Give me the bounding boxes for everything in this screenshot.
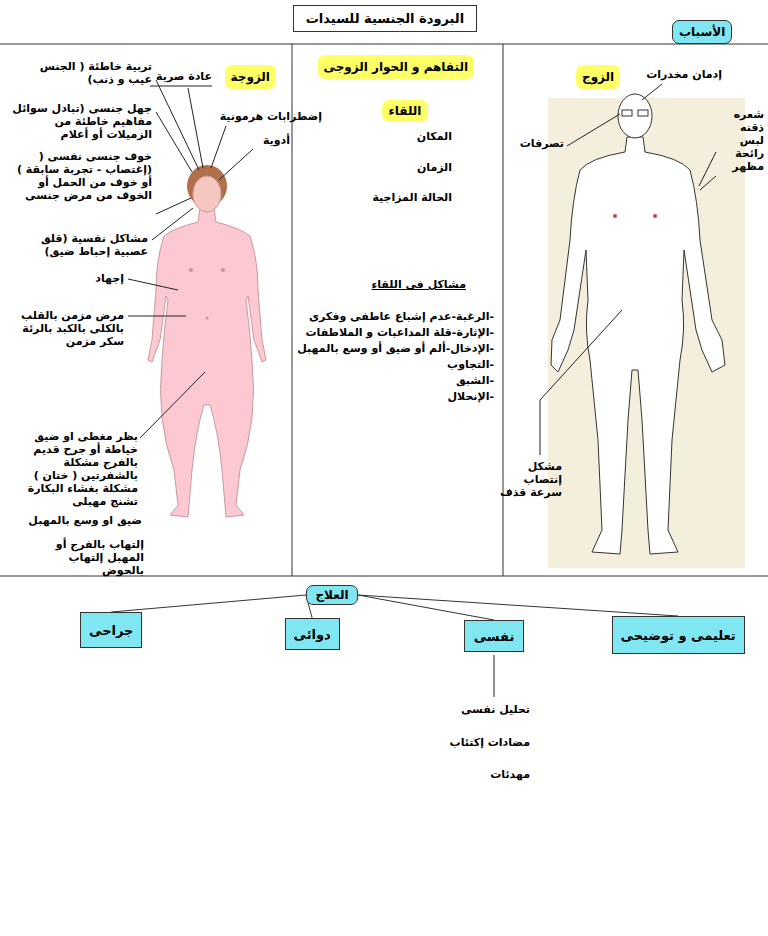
label-text: إدمان مخدرات — [646, 68, 722, 81]
connector-line — [358, 595, 494, 620]
treatment-box: دوائى — [285, 618, 340, 650]
label-text: مضادات إكتئاب — [450, 736, 530, 749]
leader-line — [642, 84, 662, 100]
label-text: مشاكل نفسية (قلق عصبية إحباط ضيق) — [26, 232, 148, 258]
label-text: مرض مزمن بالقلب بالكلى بالكبد بالرئة سكر… — [19, 309, 124, 348]
wife-face — [193, 176, 221, 212]
wife-nipple — [189, 268, 193, 272]
column-heading: الزوج — [576, 65, 620, 89]
leader-line — [219, 149, 253, 180]
frame-lines — [0, 44, 768, 576]
husband-body — [551, 137, 725, 554]
leader-line — [188, 88, 203, 168]
title-box: البرودة الجنسية للسيدات — [293, 5, 477, 32]
label-text: الزمان — [417, 161, 452, 174]
node-text: الزوجة — [231, 70, 270, 84]
node-text: التفاهم و الحوار الزوجى — [324, 60, 469, 74]
node-text: اللقاء — [389, 104, 422, 118]
husband-background — [548, 98, 745, 568]
section-heading: الأسباب — [672, 20, 732, 44]
label-text: خوف جنسى نفسى ( (إغتصاب - تجربة سابقة ) … — [12, 150, 152, 202]
label-text: أدوية — [263, 134, 290, 147]
label-text: تربية خاطئة ( الجنس عيب و ذنب) — [17, 60, 152, 86]
label-text: مشكل إنتصاب سرعة قذف — [500, 460, 562, 499]
leader-lines — [128, 80, 716, 697]
label-text: عادة صرية — [156, 70, 212, 83]
connector-line — [358, 595, 678, 616]
label-text: الحالة المزاجية — [372, 191, 452, 204]
leader-line — [156, 80, 199, 170]
treatment-box: تعليمى و توضيحى — [612, 616, 745, 654]
connector-line — [111, 595, 306, 612]
node-text: نفسى — [474, 629, 515, 644]
leader-line — [567, 114, 620, 146]
sub-heading: اللقاء — [382, 100, 428, 122]
label-text: -الإدخال-ألم أو ضيق أو وسع بالمهبل — [297, 342, 494, 355]
husband-head — [618, 94, 652, 138]
label-text: -الإنحلال — [448, 390, 494, 403]
leader-line — [128, 316, 186, 317]
node-text: الأسباب — [679, 25, 725, 39]
label-text: مهدئات — [490, 768, 530, 781]
leader-line — [699, 152, 716, 186]
husband-glasses — [622, 110, 632, 116]
leader-line — [700, 176, 716, 190]
label-text: -الإثارة-قلة المداعبات و الملاطفات — [305, 326, 494, 339]
label-text: -الشبق — [456, 374, 494, 387]
leader-line — [140, 372, 205, 438]
label-text: مشاكل فى اللقاء — [372, 278, 466, 291]
husband-nipple — [613, 214, 617, 218]
label-text: المكان — [417, 130, 452, 143]
node-text: الزوج — [582, 70, 614, 84]
underline — [150, 86, 212, 87]
label-text: إضطرابات هرمونية — [220, 110, 322, 123]
node-text: جراحى — [89, 623, 133, 638]
label-text: بظر مغطى او ضيق خياطة أو جرح قديم بالفرج… — [26, 430, 138, 508]
label-text: تصرفات — [520, 137, 564, 150]
column-heading: التفاهم و الحوار الزوجى — [318, 55, 475, 79]
wife-nipple — [221, 268, 225, 272]
leader-line — [156, 198, 191, 214]
leader-line — [494, 655, 495, 697]
column-heading: الزوجة — [225, 65, 276, 89]
divider-line — [292, 44, 293, 576]
label-text: -الرغبة-عدم إشباع عاطفى وفكرى — [309, 310, 494, 323]
husband-glasses — [638, 110, 648, 116]
husband-figure — [551, 94, 725, 554]
node-text: دوائى — [294, 627, 331, 642]
leader-line — [211, 126, 226, 168]
leader-line — [128, 279, 178, 290]
divider-line — [0, 44, 768, 45]
treatment-heading: العلاج — [306, 585, 358, 605]
label-text: شعره ذقنه لبس رائحة مظهر — [732, 108, 764, 173]
label-text: جهل جنسى (تبادل سوائل مفاهيم خاطئة من ال… — [12, 102, 152, 141]
leader-line — [540, 400, 541, 455]
leader-line — [540, 310, 622, 400]
label-text: ضيق او وسع بالمهبل — [28, 514, 142, 527]
wife-navel — [206, 317, 209, 320]
label-text: -التجاوب — [447, 358, 494, 371]
husband-nipple — [653, 214, 657, 218]
leader-line — [156, 112, 192, 172]
wife-figure — [148, 165, 266, 517]
node-text: العلاج — [315, 588, 348, 602]
treatment-box: نفسى — [464, 620, 524, 652]
label-text: تحليل نفسى — [461, 703, 530, 716]
wife-body — [148, 208, 266, 517]
label-text: إجهاد — [95, 272, 124, 285]
node-text: تعليمى و توضيحى — [621, 628, 736, 643]
label-text: إلتهاب بالفرج أو المهبل إلتهاب بالحوض — [26, 538, 144, 577]
leader-line — [152, 208, 193, 240]
treatment-box: جراحى — [80, 612, 142, 648]
